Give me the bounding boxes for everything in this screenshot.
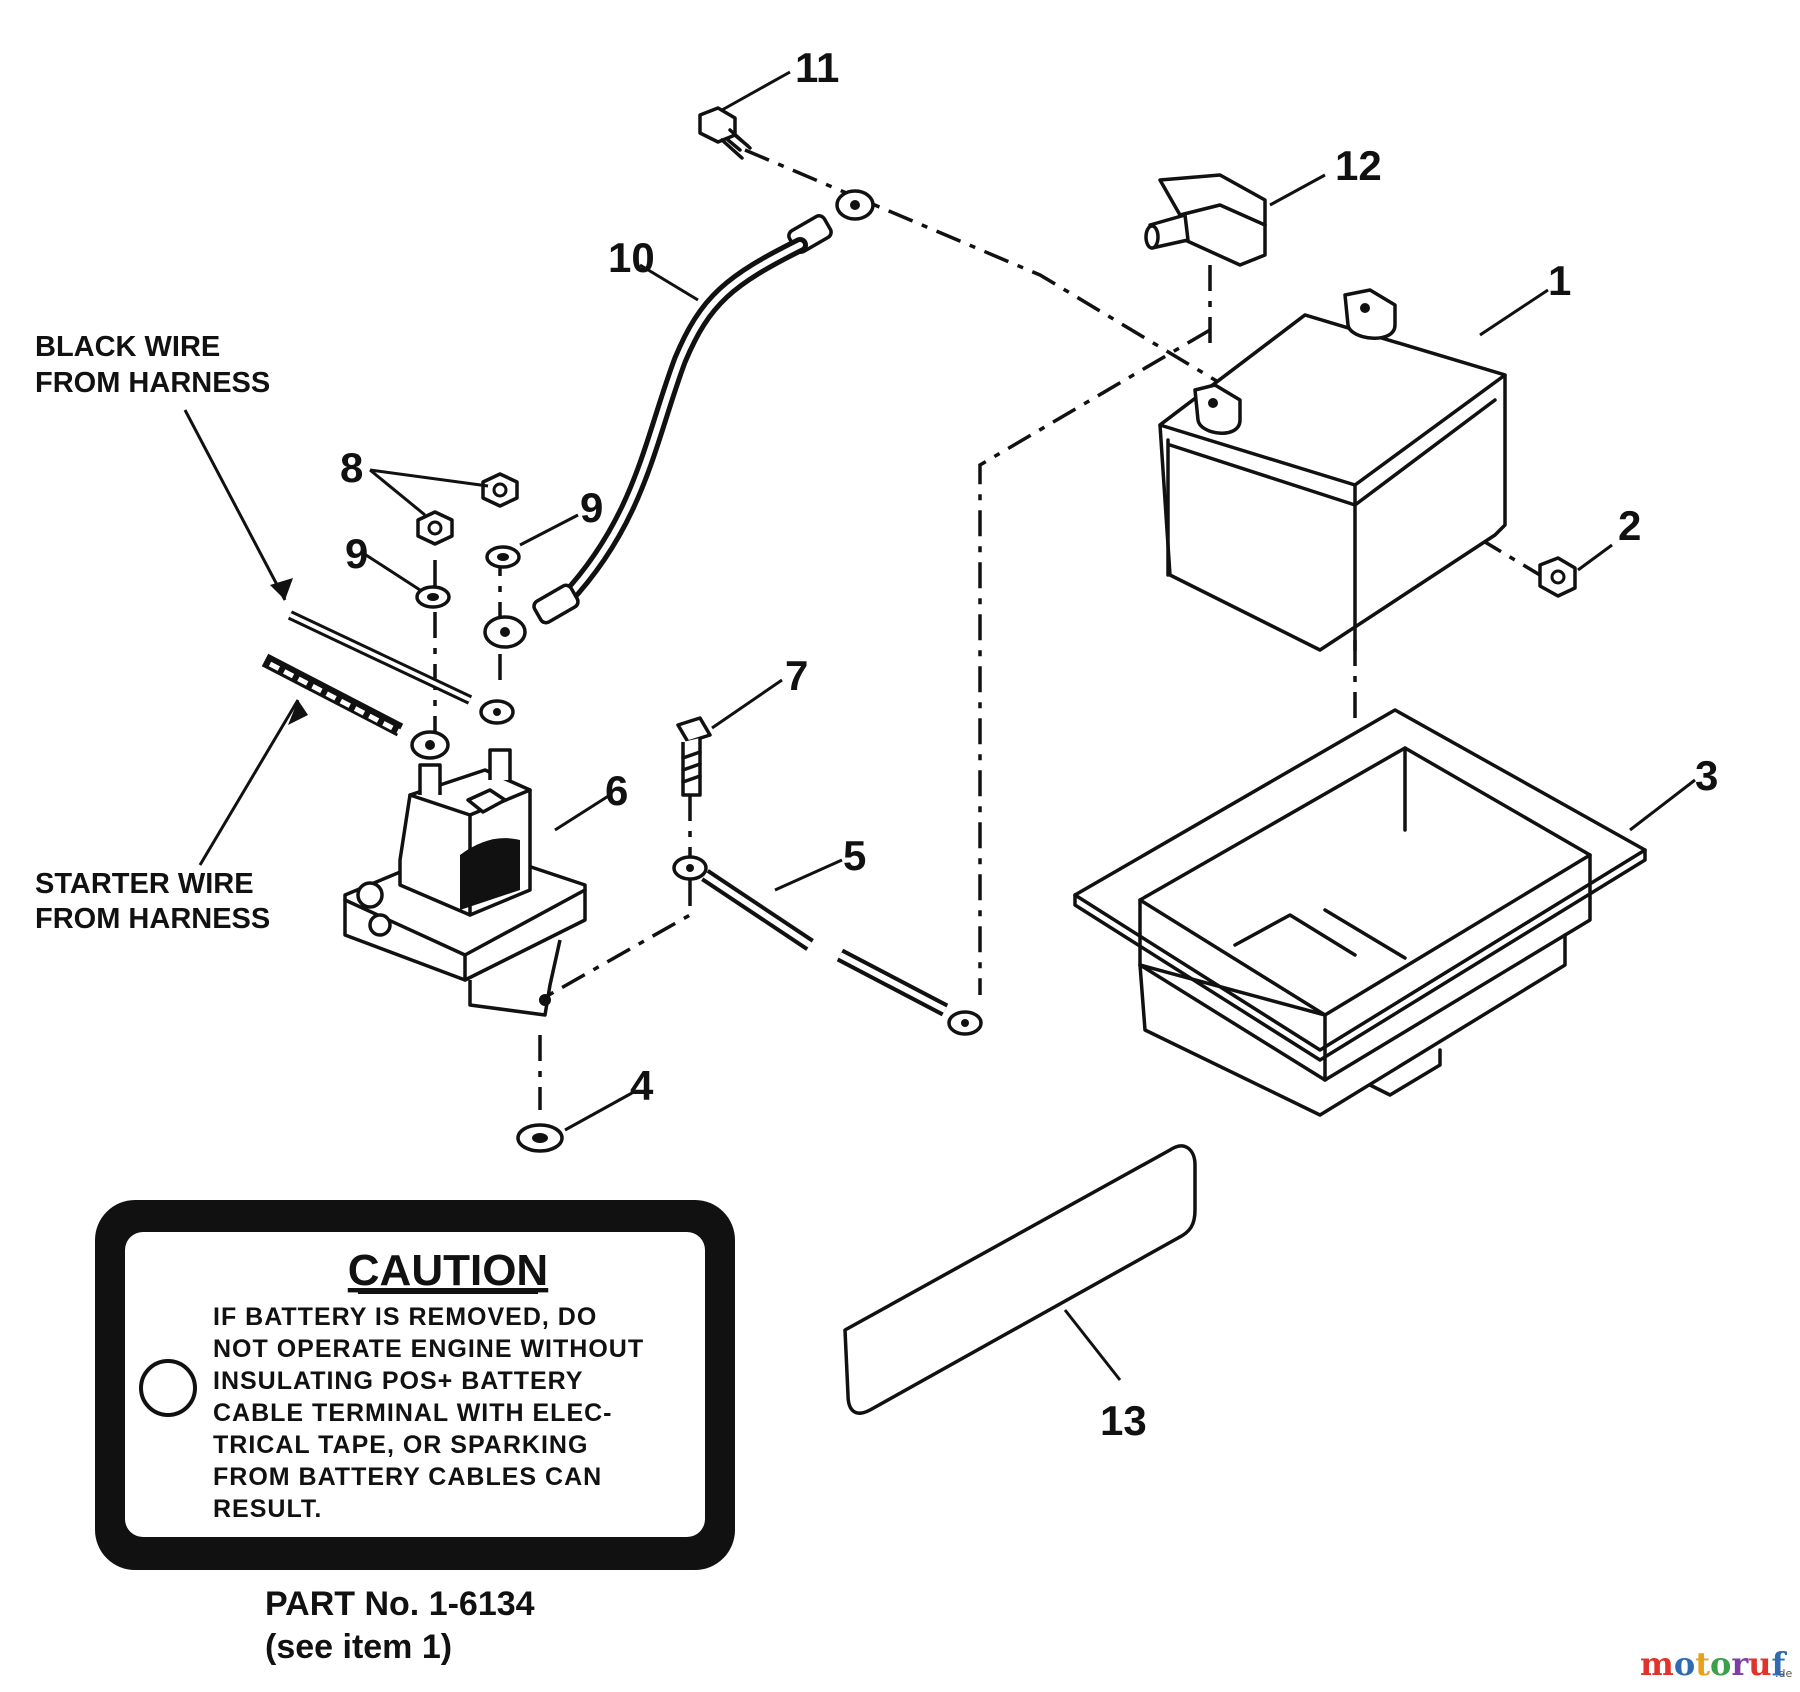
callout-4: 4 (630, 1062, 654, 1109)
battery-cable-item-10 (483, 189, 875, 649)
part-number-line2: (see item 1) (265, 1628, 452, 1666)
caution-line-4: CABLE TERMINAL WITH ELEC- (213, 1399, 613, 1427)
callout-2: 2 (1618, 502, 1641, 549)
battery-tray-item-3 (1073, 708, 1647, 1117)
caution-line-6: FROM BATTERY CABLES CAN (213, 1463, 602, 1491)
callout-8: 8 (340, 444, 363, 491)
callout-13: 13 (1100, 1397, 1147, 1444)
watermark-logo: motoruf .de (1640, 1645, 1792, 1683)
part-number: PART No. 1-6134 (see item 1) (265, 1585, 535, 1666)
caution-line-7: RESULT. (213, 1495, 322, 1523)
nut-item-8-right (481, 472, 519, 508)
ground-cable-item-5 (672, 855, 983, 1036)
black-wire-label-line2: FROM HARNESS (35, 367, 270, 399)
callout-5: 5 (843, 832, 866, 879)
battery-item-1 (1158, 288, 1507, 652)
solenoid-item-6 (343, 748, 587, 1017)
callout-9-right: 9 (580, 484, 603, 531)
callout-6: 6 (605, 767, 628, 814)
nut-item-8-left (416, 510, 454, 546)
bolt-item-7 (676, 716, 712, 797)
callout-10: 10 (608, 234, 655, 281)
starter-wire-from-harness (261, 653, 450, 760)
watermark-text: motoruf (1640, 1645, 1787, 1683)
wire-labels: BLACK WIRE FROM HARNESS STARTER WIRE FRO… (35, 331, 270, 935)
terminal-cover-item-12 (1144, 173, 1267, 267)
black-wire-label-line1: BLACK WIRE (35, 331, 220, 363)
nut-item-2 (1538, 556, 1577, 598)
caution-line-2: NOT OPERATE ENGINE WITHOUT (213, 1335, 644, 1363)
callout-numbers: 1 2 3 4 5 6 7 8 9 9 10 11 12 13 (340, 44, 1718, 1444)
callout-7: 7 (785, 652, 808, 699)
caution-title: CAUTION (348, 1246, 548, 1295)
starter-wire-label-line2: FROM HARNESS (35, 903, 270, 935)
caution-line-1: IF BATTERY IS REMOVED, DO (213, 1303, 597, 1331)
decal-strip-item-13 (843, 1144, 1197, 1415)
callout-12: 12 (1335, 142, 1382, 189)
washer-item-4 (516, 1123, 564, 1153)
callout-3: 3 (1695, 752, 1718, 799)
washer-item-9-left (415, 585, 451, 609)
washer-item-9-right (485, 545, 521, 569)
callout-9-left: 9 (345, 530, 368, 577)
caution-decal: CAUTION IF BATTERY IS REMOVED, DO NOT OP… (95, 1200, 735, 1570)
leader-lines (183, 70, 1696, 1381)
caution-line-5: TRICAL TAPE, OR SPARKING (213, 1431, 588, 1459)
caution-line-3: INSULATING POS+ BATTERY (213, 1367, 583, 1395)
starter-wire-label-line1: STARTER WIRE (35, 868, 254, 900)
watermark-suffix: .de (1775, 1667, 1792, 1680)
part-number-line1: PART No. 1-6134 (265, 1585, 535, 1623)
bolt-item-11 (698, 106, 752, 160)
callout-1: 1 (1548, 257, 1571, 304)
callout-11: 11 (795, 44, 839, 91)
black-wire-from-harness (287, 610, 515, 725)
decal-hole (139, 1359, 197, 1417)
